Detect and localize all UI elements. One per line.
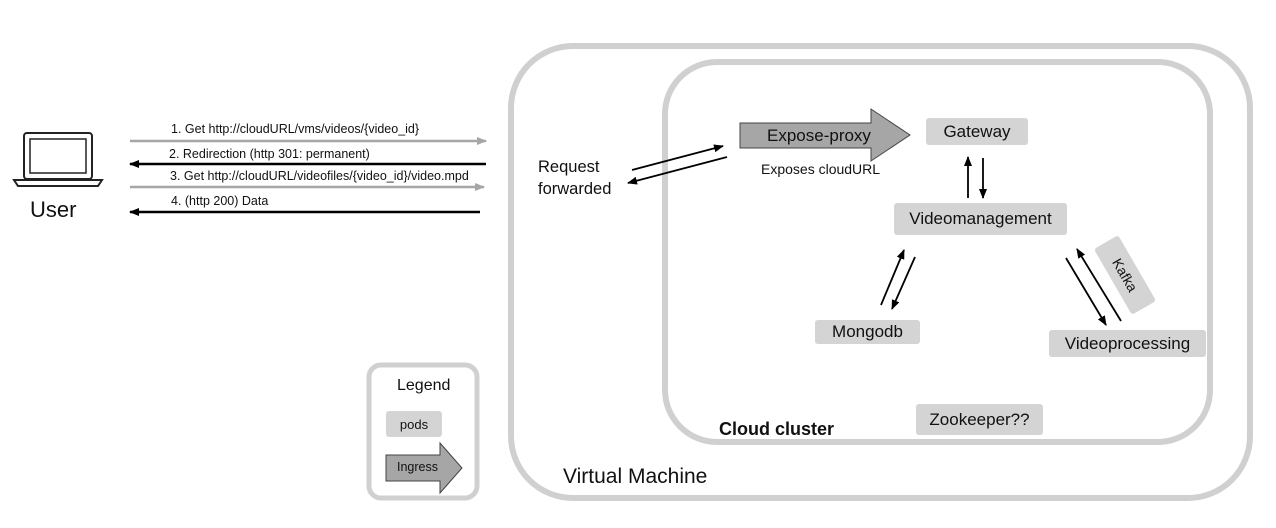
user-label: User: [30, 197, 77, 222]
zookeeper-pod: Zookeeper??: [916, 404, 1043, 435]
request-2-label: 2. Redirection (http 301: permanent): [169, 147, 370, 161]
videomanagement-to-videoprocessing-arrow: [1065, 257, 1107, 326]
expose-proxy-ingress-arrow: [739, 108, 911, 162]
mongodb-to-videomanagement-arrow: [880, 249, 905, 306]
exposes-cloudurl-note: Exposes cloudURL: [761, 161, 881, 177]
legend-ingress-arrow: [385, 441, 463, 495]
videoprocessing-pod: Videoprocessing: [1049, 330, 1206, 357]
expose-proxy-label: Expose-proxy: [767, 126, 871, 145]
kafka-pod: [1094, 236, 1156, 314]
request-forwarded-label: Request forwarded: [538, 158, 612, 198]
forward-arrow-out: [627, 156, 728, 185]
request-4-label: 4. (http 200) Data: [171, 194, 269, 208]
cloud-cluster-boundary: [662, 59, 1213, 445]
request-3-label: 3. Get http://cloudURL/videofiles/{video…: [170, 169, 469, 183]
laptop-icon: [12, 132, 104, 187]
forward-arrow-in: [631, 144, 724, 171]
gateway-pod: Gateway: [926, 118, 1028, 145]
legend-title: Legend: [397, 377, 451, 394]
legend-pods-swatch: pods: [386, 411, 442, 437]
cloud-cluster-label: Cloud cluster: [719, 419, 835, 439]
legend-ingress-label: Ingress: [397, 460, 438, 474]
legend-boundary: [366, 362, 480, 501]
videomanagement-pod: Videomanagement: [894, 203, 1067, 235]
mongodb-pod: Mongodb: [815, 320, 920, 344]
virtual-machine-label: Virtual Machine: [563, 465, 708, 488]
virtual-machine-boundary: [508, 43, 1253, 501]
videoprocessing-to-videomanagement-arrow: [1076, 248, 1122, 322]
videomanagement-to-mongodb-arrow: [891, 256, 916, 310]
request-1-label: 1. Get http://cloudURL/vms/videos/{video…: [171, 122, 420, 136]
